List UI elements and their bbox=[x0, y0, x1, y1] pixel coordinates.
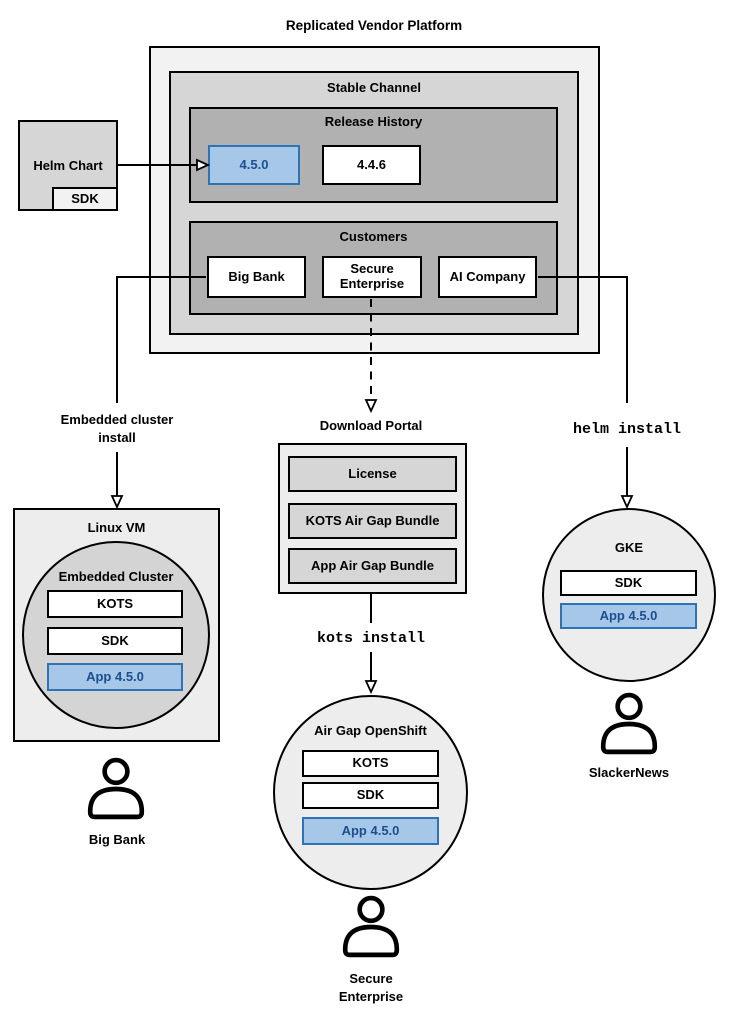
embedded-cluster-install-label: Embedded cluster install bbox=[60, 412, 174, 445]
diagram-title: Replicated Vendor Platform bbox=[285, 18, 463, 33]
gke-label: GKE bbox=[614, 540, 644, 555]
big-bank-user-icon bbox=[85, 757, 147, 826]
helm-chart-label: Helm Chart bbox=[33, 158, 103, 173]
kots-air-gap-bundle-box: KOTS Air Gap Bundle bbox=[288, 503, 457, 539]
release-history-label: Release History bbox=[324, 114, 423, 129]
slackernews-user-icon bbox=[598, 692, 660, 761]
secure-enterprise-user-icon bbox=[340, 895, 402, 964]
gke-sdk-box: SDK bbox=[560, 570, 697, 596]
openshift-kots-box: KOTS bbox=[302, 750, 439, 777]
helm-chart-sdk-box: SDK bbox=[52, 187, 118, 211]
download-portal-label: Download Portal bbox=[319, 418, 423, 433]
big-bank-user-label: Big Bank bbox=[88, 832, 146, 847]
secure-enterprise-user-label: Secure Enterprise bbox=[338, 971, 404, 1004]
openshift-sdk-box: SDK bbox=[302, 782, 439, 809]
release-4-5-0-box: 4.5.0 bbox=[208, 145, 300, 185]
embedded-cluster-label: Embedded Cluster bbox=[58, 569, 174, 584]
linux-vm-app-box: App 4.5.0 bbox=[47, 663, 183, 691]
openshift-app-box: App 4.5.0 bbox=[302, 817, 439, 845]
slackernews-user-label: SlackerNews bbox=[588, 765, 670, 780]
helm-install-label: helm install bbox=[572, 421, 682, 438]
license-box: License bbox=[288, 456, 457, 492]
release-4-4-6-box: 4.4.6 bbox=[322, 145, 421, 185]
air-gap-openshift-label: Air Gap OpenShift bbox=[314, 723, 427, 738]
app-air-gap-bundle-box: App Air Gap Bundle bbox=[288, 548, 457, 584]
stable-channel-label: Stable Channel bbox=[327, 80, 421, 95]
customer-secure-enterprise-box: Secure Enterprise bbox=[322, 256, 422, 298]
linux-vm-sdk-box: SDK bbox=[47, 627, 183, 655]
linux-vm-label: Linux VM bbox=[87, 520, 146, 535]
linux-vm-kots-box: KOTS bbox=[47, 590, 183, 618]
customer-ai-company-box: AI Company bbox=[438, 256, 537, 298]
customers-label: Customers bbox=[339, 229, 408, 244]
customer-big-bank-box: Big Bank bbox=[207, 256, 306, 298]
gke-app-box: App 4.5.0 bbox=[560, 603, 697, 629]
kots-install-label: kots install bbox=[316, 630, 426, 647]
